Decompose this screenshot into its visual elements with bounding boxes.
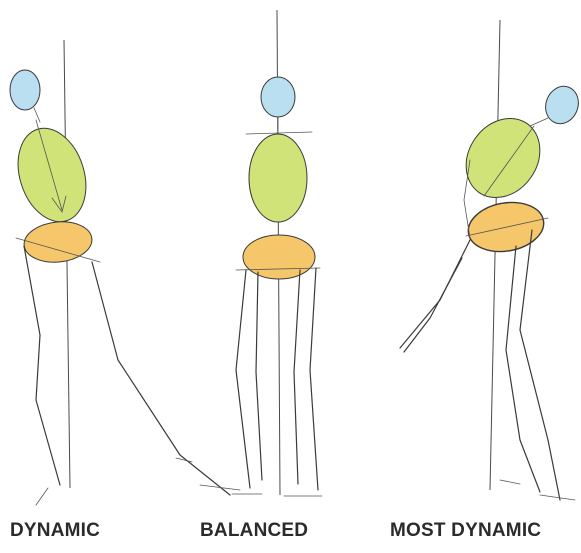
figure-balanced [232, 10, 322, 496]
feet-most-dynamic [500, 480, 575, 500]
foot-left-dynamic [36, 488, 48, 505]
figure-sketches [0, 0, 581, 510]
feet-balanced [232, 494, 322, 496]
leg-right-most-dynamic [520, 230, 560, 500]
leg-left-outer-balanced [236, 270, 250, 488]
pelvis-balanced [243, 235, 315, 279]
figure-labels: DYNAMIC BALANCED MOST DYNAMIC [0, 520, 581, 550]
foot-right-dynamic [176, 458, 240, 490]
head-dynamic [10, 70, 40, 110]
neck-most-dynamic [530, 118, 548, 126]
leg-left-dynamic [24, 246, 60, 485]
neck-dynamic [34, 108, 40, 122]
figure-most-dynamic [400, 20, 581, 500]
label-dynamic: DYNAMIC [10, 520, 100, 542]
leg-left-most-dynamic [400, 240, 470, 348]
torso-most-dynamic [451, 104, 555, 212]
gravity-line-most-dynamic [490, 20, 500, 490]
label-most-dynamic: MOST DYNAMIC [390, 520, 541, 542]
leg-left-inner-balanced [256, 272, 262, 480]
leg-right-inner-balanced [294, 270, 300, 484]
leg-right-dynamic [92, 262, 230, 495]
head-balanced [261, 77, 295, 117]
figure-dynamic [7, 40, 240, 505]
head-most-dynamic [540, 82, 581, 129]
gravity-line-dynamic [64, 40, 70, 488]
torso-balanced [249, 134, 307, 222]
label-balanced: BALANCED [200, 520, 308, 542]
leg-right-outer-balanced [310, 268, 318, 490]
pelvis-dynamic [22, 219, 94, 266]
leg-right-inner-most-dynamic [506, 246, 540, 492]
